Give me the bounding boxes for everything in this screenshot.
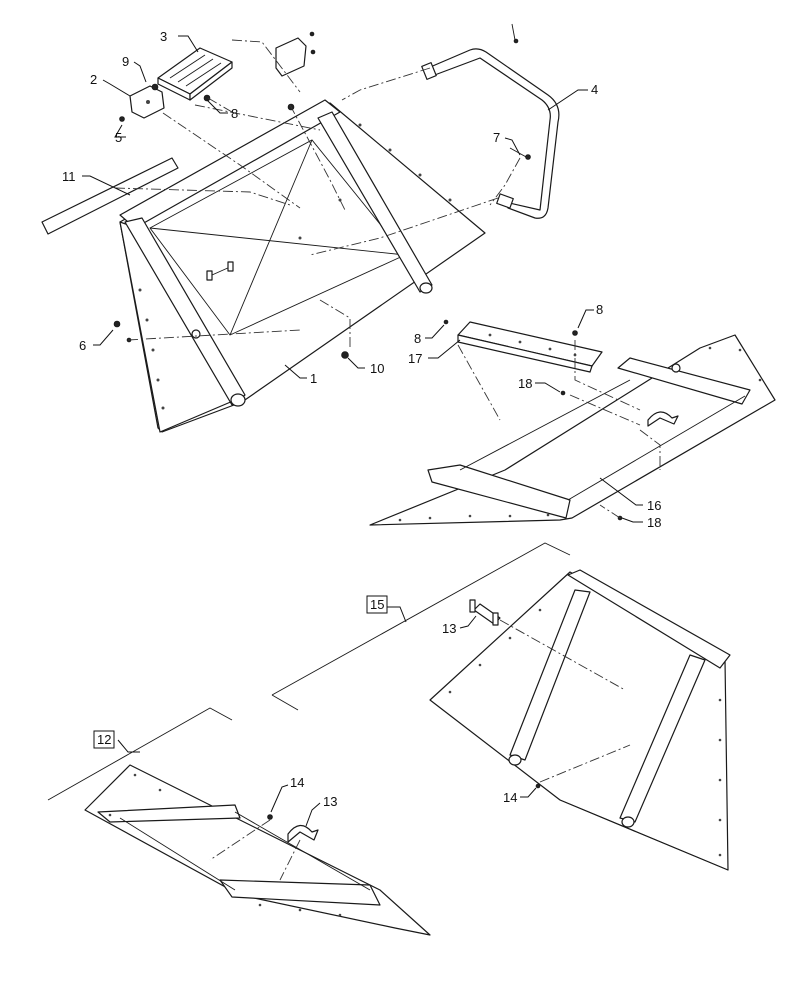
panel-holes bbox=[138, 123, 452, 410]
hardware bbox=[113, 23, 531, 359]
step-mount-bracket bbox=[275, 37, 307, 77]
grab-handle-4 bbox=[421, 48, 560, 219]
phantom-lines-15 bbox=[499, 619, 631, 783]
callout-13a: 13 bbox=[442, 621, 456, 636]
side-panel-12 bbox=[84, 764, 431, 936]
callout-17: 17 bbox=[408, 351, 422, 366]
callout-18a: 18 bbox=[518, 376, 532, 391]
callout-16: 16 bbox=[647, 498, 661, 513]
panel12-holes bbox=[108, 773, 342, 917]
callout-1: 1 bbox=[310, 371, 317, 386]
svg-text:15: 15 bbox=[370, 597, 384, 612]
svg-text:12: 12 bbox=[97, 732, 111, 747]
phantom-lines-16 bbox=[457, 340, 661, 519]
side-panel-16 bbox=[369, 334, 776, 526]
panel16-holes bbox=[398, 346, 762, 522]
section-line-15 bbox=[271, 542, 571, 711]
step-pad-3 bbox=[157, 47, 233, 101]
leader-lines bbox=[82, 35, 643, 827]
bracket-13-lower bbox=[287, 824, 319, 843]
callout-13b: 13 bbox=[323, 794, 337, 809]
callout-8a: 8 bbox=[231, 106, 238, 121]
callout-labels: 3 9 2 5 8 11 4 7 6 1 10 8 8 17 18 16 18 … bbox=[62, 29, 661, 809]
hardware-14-upper bbox=[535, 783, 541, 789]
callout-box-15: 15 bbox=[366, 595, 388, 614]
callout-14a: 14 bbox=[503, 790, 517, 805]
bracket-2 bbox=[129, 85, 165, 119]
callout-8c: 8 bbox=[414, 331, 421, 346]
latch-13-upper bbox=[469, 599, 501, 626]
section-line-12 bbox=[47, 707, 233, 801]
decal-11 bbox=[41, 157, 179, 235]
callout-4: 4 bbox=[591, 82, 598, 97]
phantom-lines-12 bbox=[209, 819, 301, 881]
shield-panel-1 bbox=[119, 99, 486, 433]
callout-9: 9 bbox=[122, 54, 129, 69]
shield-panel-15 bbox=[429, 569, 731, 871]
callout-2: 2 bbox=[90, 72, 97, 87]
callout-18b: 18 bbox=[647, 515, 661, 530]
channel-17 bbox=[457, 321, 603, 373]
callout-11: 11 bbox=[62, 169, 76, 184]
hardware-14-lower bbox=[267, 814, 273, 820]
callout-box-12: 12 bbox=[93, 730, 115, 749]
callout-10: 10 bbox=[370, 361, 384, 376]
callout-5: 5 bbox=[115, 130, 122, 145]
callout-7: 7 bbox=[493, 130, 500, 145]
window-latch bbox=[206, 261, 234, 281]
callout-3: 3 bbox=[160, 29, 167, 44]
callout-14b: 14 bbox=[290, 775, 304, 790]
panel15-holes bbox=[448, 608, 722, 857]
callout-6: 6 bbox=[79, 338, 86, 353]
callout-8b: 8 bbox=[596, 302, 603, 317]
